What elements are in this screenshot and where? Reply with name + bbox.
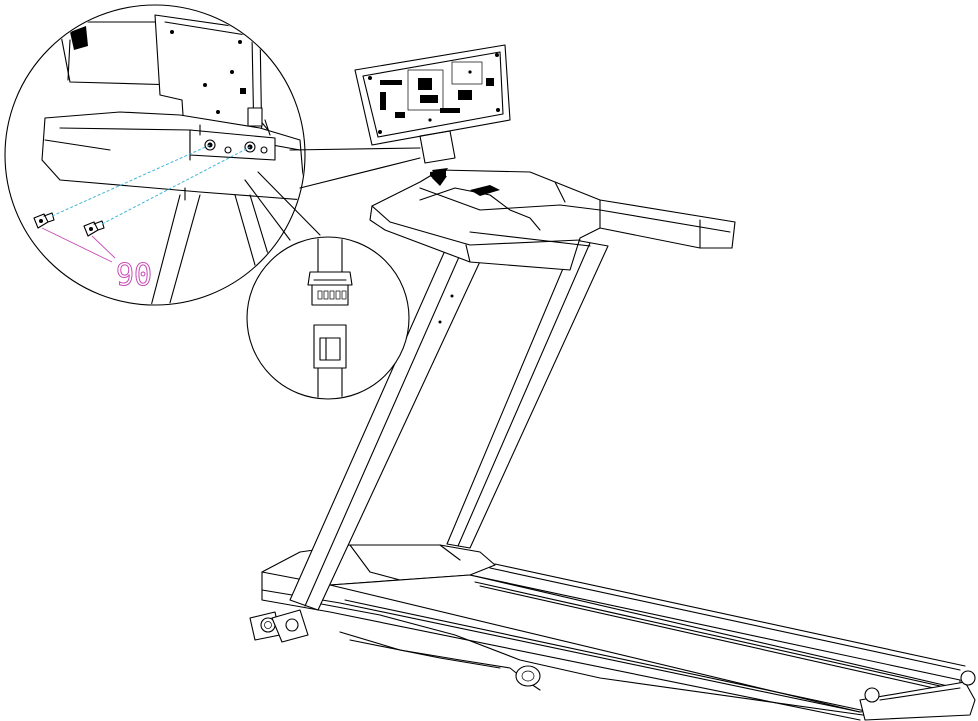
alignment-guides xyxy=(51,144,251,225)
detail-leader xyxy=(289,147,421,151)
magnifier-circle-large xyxy=(4,4,306,306)
part-callout: 90 xyxy=(41,227,153,294)
bolt-icon xyxy=(83,220,105,237)
connector-leader xyxy=(257,171,321,236)
wire-connector-icon xyxy=(307,238,353,398)
down-arrow-icon xyxy=(432,168,448,186)
detail-leader xyxy=(299,157,421,189)
magnifier-circle-small xyxy=(246,236,410,400)
console-display xyxy=(354,44,511,164)
part-number-label: 90 xyxy=(116,258,152,293)
connector-leader xyxy=(244,179,291,241)
treadmill-base xyxy=(249,544,976,721)
console-frame xyxy=(369,169,736,271)
bolt-icon xyxy=(33,212,55,229)
